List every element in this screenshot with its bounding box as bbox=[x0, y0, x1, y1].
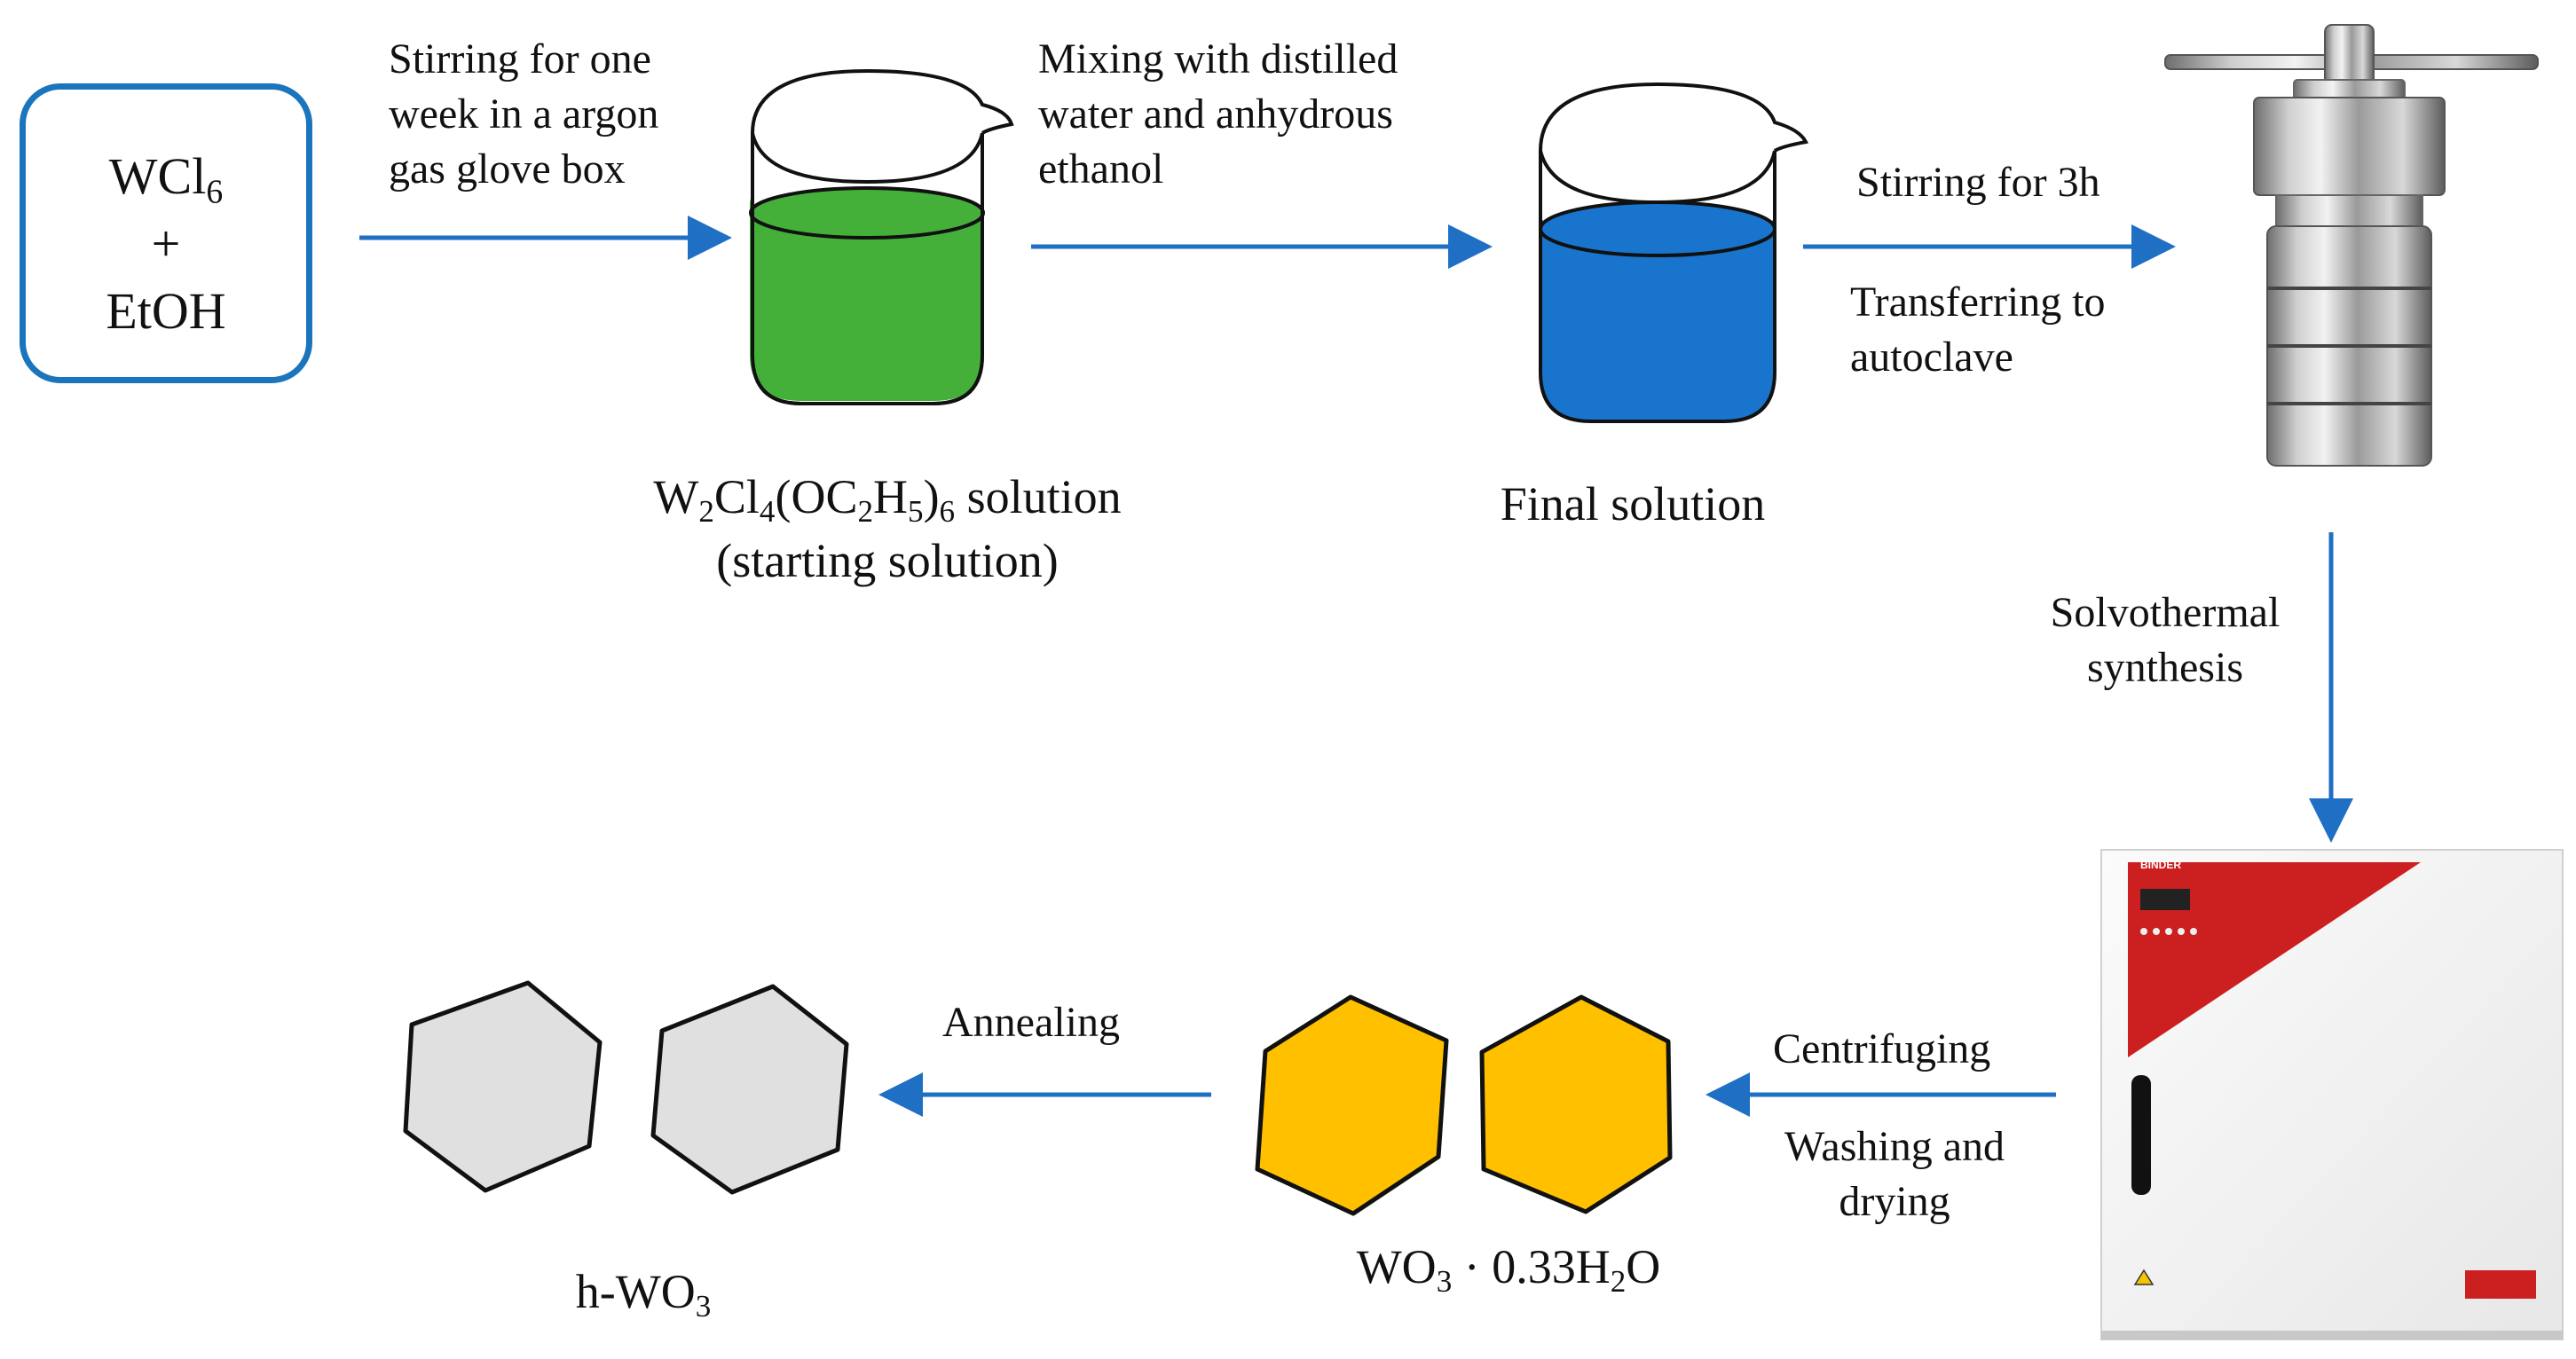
hexagon-gray-2 bbox=[650, 984, 849, 1195]
reagent-plus: + bbox=[151, 215, 181, 272]
product-label: h-WO3 bbox=[575, 1265, 712, 1324]
beaker-starting-solution bbox=[749, 68, 1014, 405]
step5-top-label: Centrifuging bbox=[1773, 1025, 1991, 1072]
step6-label: Annealing bbox=[942, 999, 1120, 1046]
reagent-wcl6: WCl6 bbox=[108, 147, 224, 211]
beaker-final-solution bbox=[1539, 82, 1808, 423]
step1-label: Stirring for one week in a argon gas glo… bbox=[389, 35, 659, 192]
autoclave-image bbox=[2164, 24, 2539, 467]
step5-bottom-label: Washing and drying bbox=[1784, 1123, 2005, 1225]
step3-bottom-label: Transferring to autoclave bbox=[1850, 279, 2106, 381]
hydrate-label: WO3 · 0.33H2O bbox=[1356, 1240, 1661, 1299]
hexagon-gray-1 bbox=[403, 980, 603, 1193]
hexagon-yellow-1 bbox=[1255, 994, 1449, 1216]
step4-label: Solvothermal synthesis bbox=[2050, 589, 2281, 691]
step3-top-label: Stirring for 3h bbox=[1856, 159, 2100, 206]
final-solution-label: Final solution bbox=[1500, 477, 1766, 530]
step2-label: Mixing with distilled water and anhydrou… bbox=[1038, 35, 1398, 192]
start-reagents-box: WCl6 + EtOH bbox=[20, 83, 312, 383]
oven-brand-label: BINDER bbox=[2140, 859, 2182, 871]
oven-image bbox=[2100, 849, 2564, 1340]
reagent-etoh: EtOH bbox=[106, 282, 226, 340]
starting-solution-label: W2Cl4(OC2H5)6 solution (starting solutio… bbox=[653, 470, 1122, 587]
hexagon-yellow-2 bbox=[1479, 994, 1673, 1214]
